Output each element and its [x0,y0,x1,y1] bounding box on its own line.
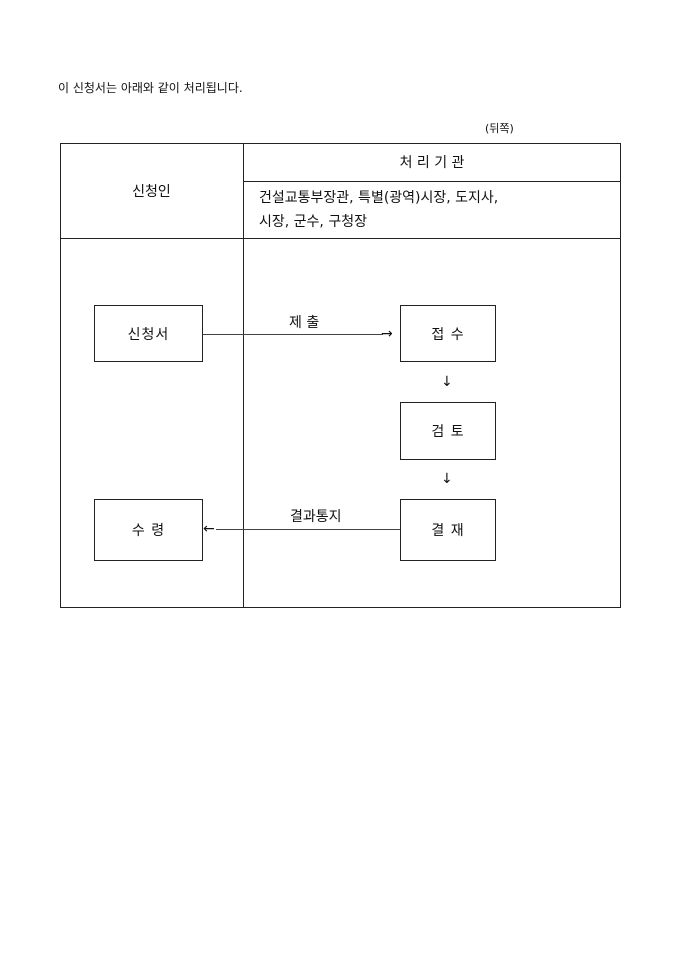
column-divider [243,143,244,608]
receipt-box: 접 수 [400,305,496,362]
receive-box: 수 령 [94,499,203,561]
submit-label: 제 출 [289,315,320,331]
row-divider [60,238,621,239]
intro-text: 이 신청서는 아래와 같이 처리됩니다. [58,81,243,95]
arrow-down-icon: ↓ [441,374,453,390]
arrow-right-icon: → [381,326,393,342]
page-side-label: (뒤쪽) [485,122,514,135]
agency-list: 건설교통부장관, 특별(광역)시장, 도지사, 시장, 군수, 구청장 [259,186,498,234]
arrow-down-icon: ↓ [441,471,453,487]
approval-box: 결 재 [400,499,496,561]
agency-line-2: 시장, 군수, 구청장 [259,214,367,230]
review-box: 검 토 [400,402,496,460]
process-table [60,143,621,608]
notify-label: 결과통지 [290,509,342,525]
arrow-left-icon: ← [203,521,215,537]
agency-line-1: 건설교통부장관, 특별(광역)시장, 도지사, [259,190,499,206]
header-divider [243,181,621,182]
applicant-header: 신청인 [132,183,171,200]
agency-header: 처 리 기 관 [399,155,465,171]
submit-line [203,334,383,335]
application-box: 신청서 [94,305,203,362]
notify-line [216,529,400,530]
